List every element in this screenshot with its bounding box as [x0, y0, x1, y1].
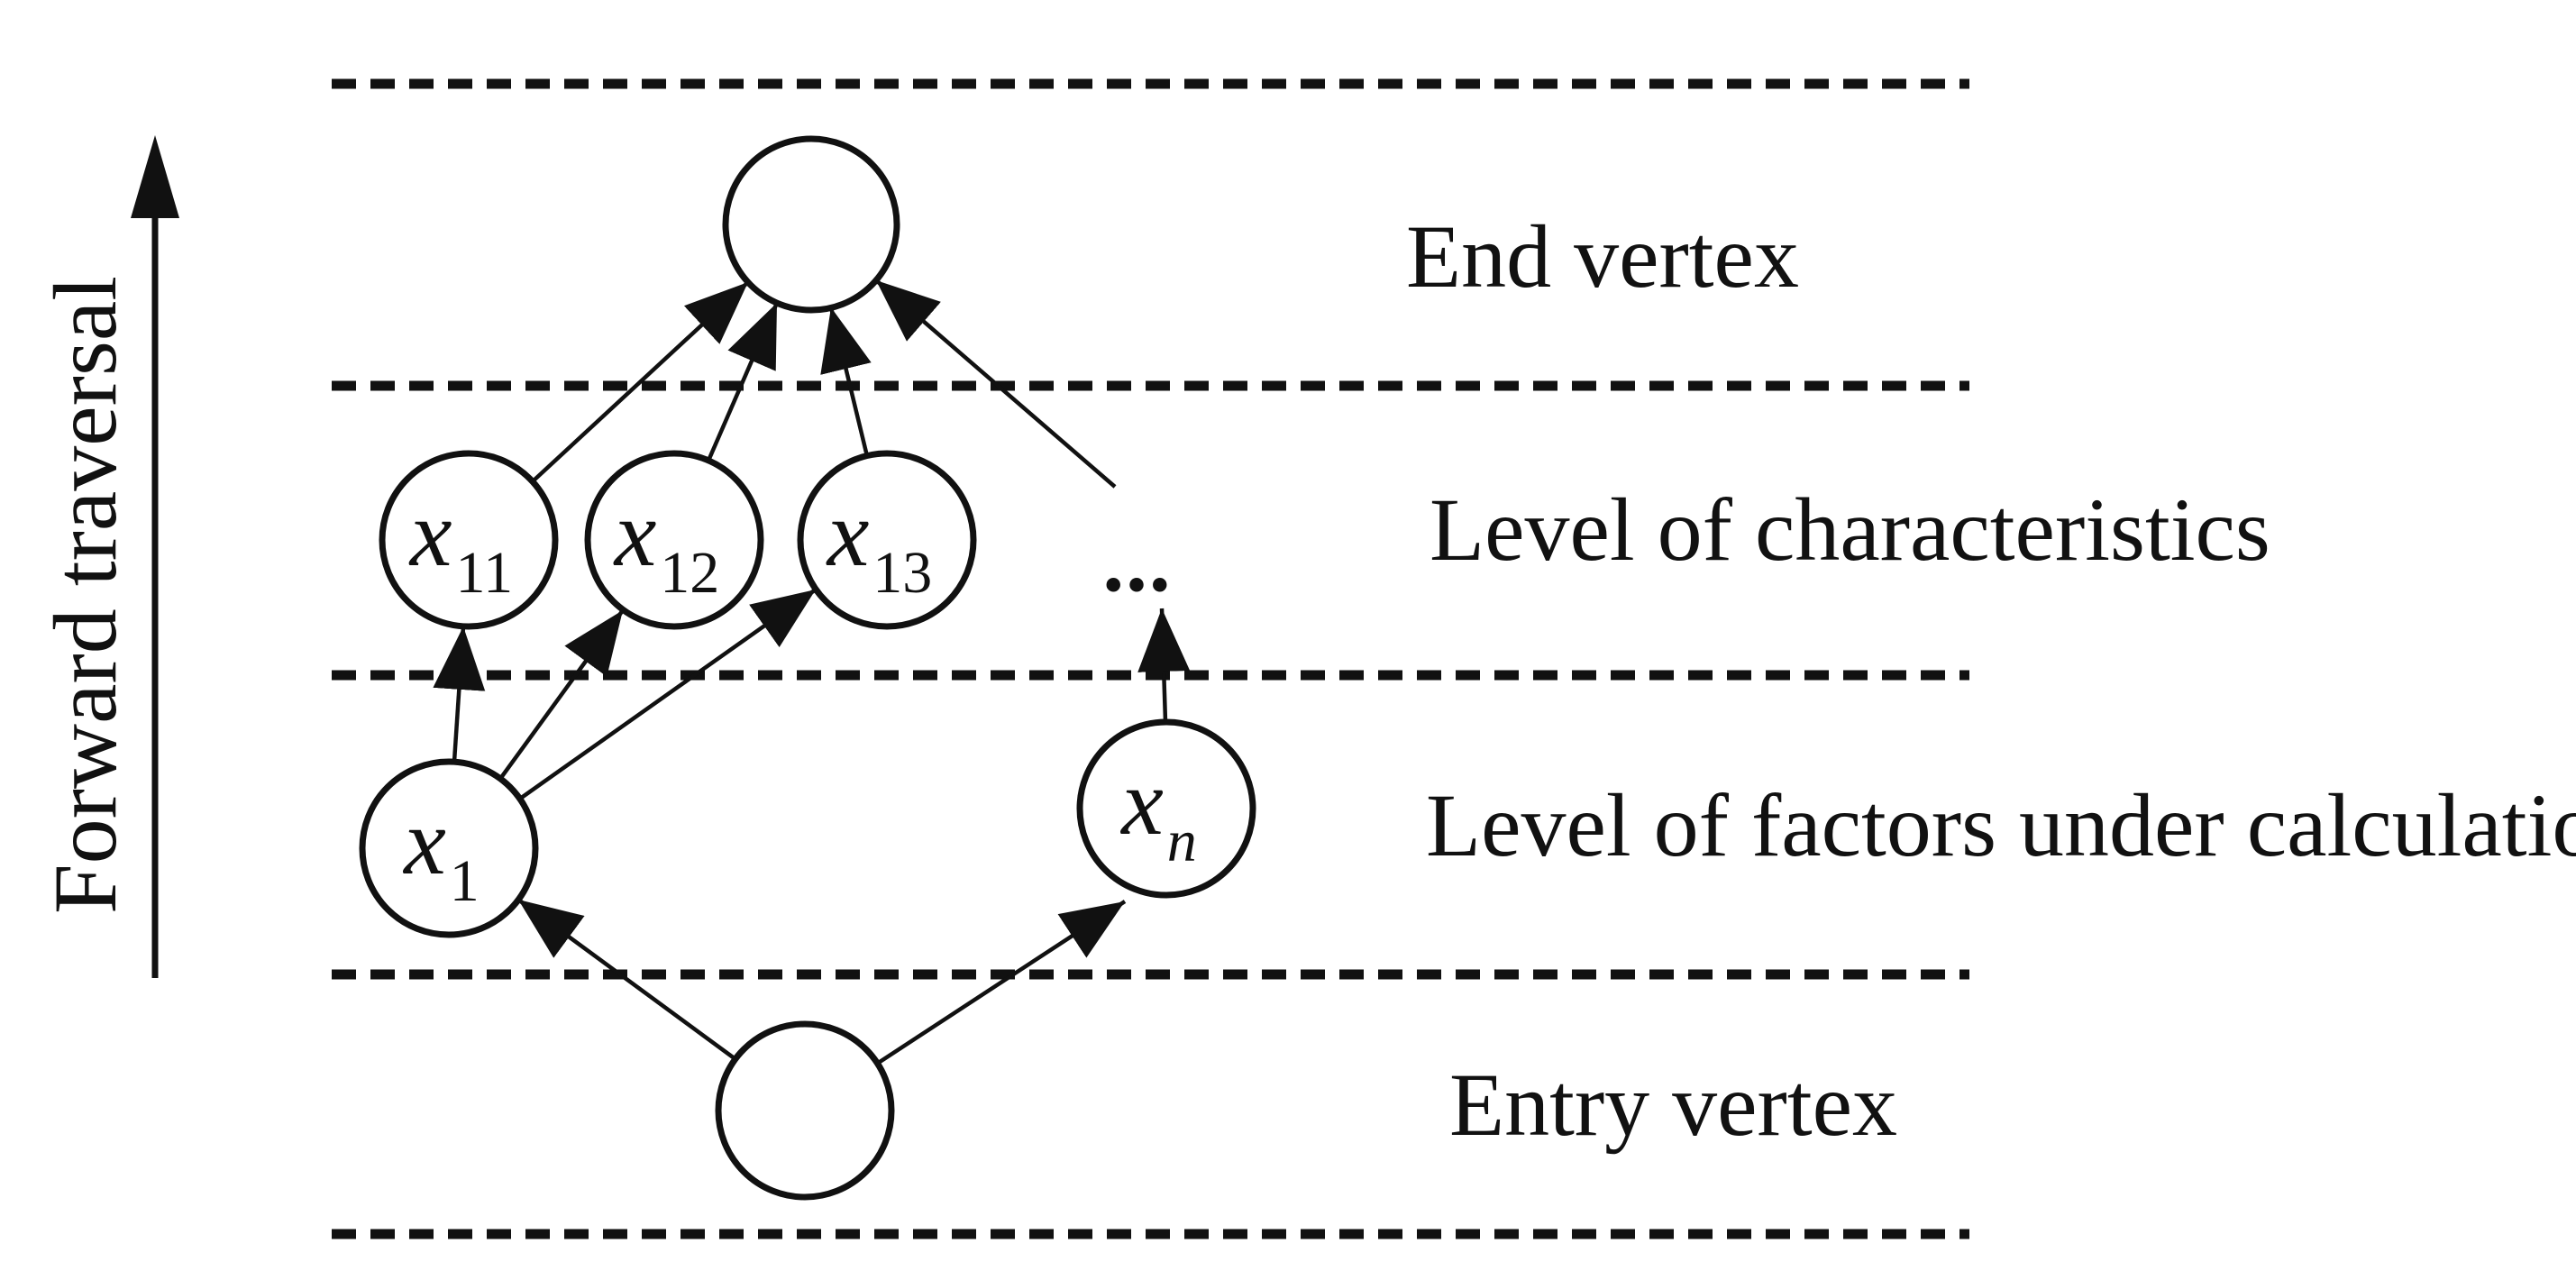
- forward-traversal-label: Forward traversal: [35, 276, 135, 914]
- edge-x11-to-end: [531, 280, 750, 483]
- node-xn-label: xn: [1119, 749, 1197, 874]
- node-x1-label: x1: [402, 789, 480, 914]
- edge-dots-to-end: [874, 279, 1117, 489]
- entry-vertex-label: Entry vertex: [1449, 1055, 1897, 1155]
- edge-entry-to-xn: [875, 900, 1127, 1065]
- node-x13-circle: [797, 450, 977, 630]
- node-xn: xn: [1076, 718, 1256, 899]
- edge-xn-to-dots: [1137, 608, 1191, 723]
- node-x12: x12: [584, 450, 764, 630]
- end-vertex-node-circle: [722, 135, 900, 314]
- edge-x1-to-x11: [433, 626, 486, 763]
- continuation-ellipsis: ...: [1102, 514, 1172, 609]
- node-x11: x11: [379, 450, 559, 630]
- level-of-factors-label: Level of factors under calculation: [1426, 775, 2576, 875]
- graph-edges: [433, 279, 1191, 1065]
- edge-x13-to-end: [820, 306, 872, 457]
- edge-x12-to-end: [706, 302, 780, 462]
- level-of-characteristics-label: Level of characteristics: [1430, 480, 2270, 580]
- forward-traversal-axis: Forward traversal: [35, 135, 179, 978]
- node-x11-circle: [379, 450, 559, 630]
- node-x13: x13: [797, 450, 977, 630]
- level-labels: End vertex Level of characteristics Leve…: [1406, 206, 2576, 1155]
- node-x1: x1: [359, 758, 539, 938]
- entry-vertex-node: [715, 1020, 895, 1201]
- node-x11-label: x11: [408, 480, 513, 606]
- end-vertex-node: [722, 135, 900, 314]
- entry-vertex-node-circle: [715, 1020, 895, 1201]
- node-xn-circle: [1076, 718, 1256, 899]
- end-vertex-label: End vertex: [1406, 206, 1799, 306]
- node-x13-label: x13: [826, 480, 933, 606]
- graph-nodes: x11 x12 x13 x1 xn: [359, 135, 1256, 1201]
- node-x12-label: x12: [613, 480, 720, 606]
- edge-x1-to-x12: [498, 608, 625, 781]
- edge-x1-to-x13: [518, 588, 818, 800]
- node-x12-circle: [584, 450, 764, 630]
- edge-entry-to-x1: [516, 898, 737, 1061]
- node-x1-circle: [359, 758, 539, 938]
- axis-arrow-up-icon: [131, 135, 179, 218]
